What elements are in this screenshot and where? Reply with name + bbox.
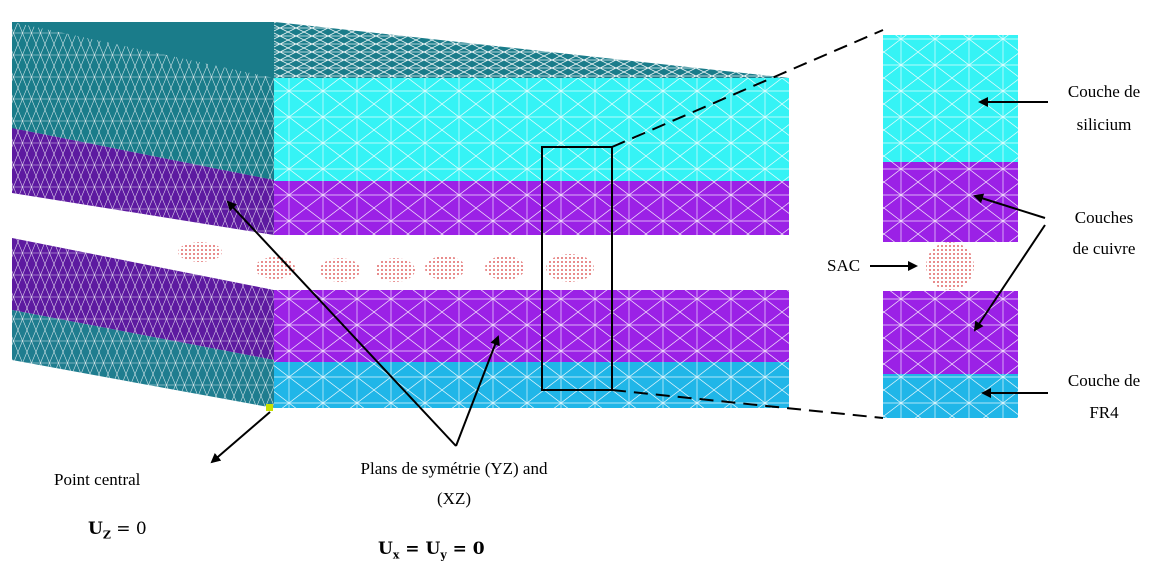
arrow-symmetry-xz [455, 335, 500, 447]
label-sac: SAC [827, 256, 861, 275]
label-copper-line2: de cuivre [1072, 239, 1136, 258]
label-silicon-line1: Couche de [1067, 82, 1141, 101]
zoom-dash-top [611, 29, 884, 148]
central-point-marker [266, 404, 273, 411]
arrow-copper-upper [973, 193, 1046, 219]
label-symmetry-line1: Plans de symétrie (YZ) and [360, 459, 548, 478]
label-copper-line1: Couches [1074, 208, 1134, 227]
label-fr4-line2: FR4 [1089, 403, 1119, 422]
zoom-dash-bottom [611, 389, 884, 419]
label-fr4-line1: Couche de [1067, 371, 1141, 390]
label-central-point: Point central [54, 470, 141, 489]
zoom-rectangle [541, 146, 613, 391]
arrow-symmetry-yz [226, 200, 457, 447]
arrow-copper-lower [973, 224, 1046, 332]
main-block [12, 22, 789, 411]
label-silicon-line2: silicium [1076, 115, 1132, 134]
equation-uz: UZ = 0 [88, 519, 147, 542]
detail-view [883, 35, 1018, 418]
detail-sac-ball [926, 242, 974, 290]
equation-uxy: Ux = Uy = 0 [378, 539, 485, 562]
solder-balls-row [178, 242, 594, 282]
arrow-central-point [210, 411, 271, 464]
annotation-arrows [210, 97, 1048, 464]
label-symmetry-line2: (XZ) [437, 489, 471, 508]
